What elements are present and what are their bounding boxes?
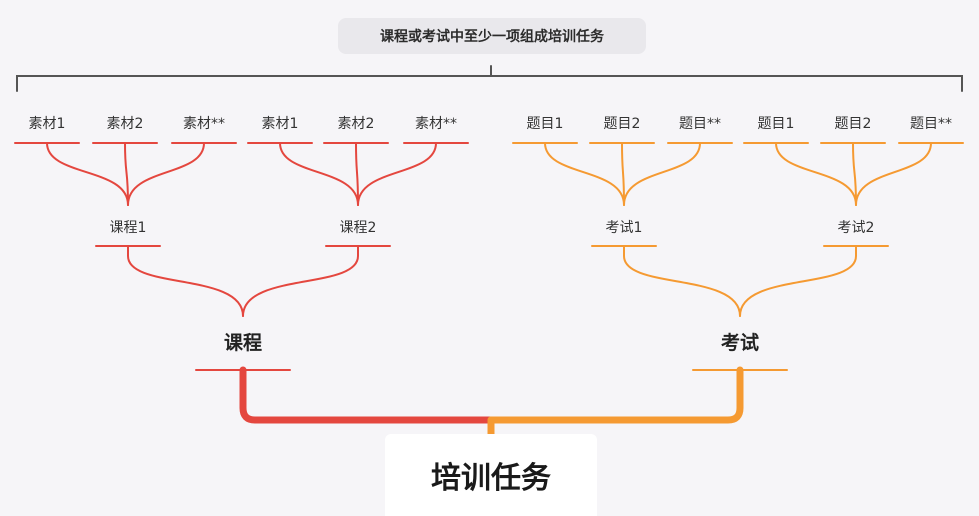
node-exam: 考试	[720, 332, 760, 354]
connector-course1-3	[127, 142, 205, 206]
connector-course1-2	[124, 142, 129, 206]
leaf-exam2-2: 题目2	[834, 116, 872, 132]
connector-exam-1	[623, 245, 741, 317]
node-course2: 课程2	[339, 220, 377, 236]
leaf-exam1-3: 题目**	[679, 116, 721, 132]
top-bracket	[16, 75, 963, 92]
connector-course2-1	[279, 142, 359, 206]
connector-course2-2	[355, 142, 359, 206]
diagram-caption: 课程或考试中至少一项组成培训任务	[338, 18, 646, 54]
leaf-course1-2: 素材2	[106, 116, 144, 132]
leaf-course1-3: 素材**	[183, 116, 225, 132]
root-connector-course	[239, 366, 495, 424]
node-course: 课程	[223, 332, 263, 354]
node-exam1: 考试1	[605, 220, 643, 236]
leaf-course2-3: 素材**	[415, 116, 457, 132]
connector-course-2	[242, 245, 359, 317]
root-node: 培训任务	[385, 434, 597, 516]
connector-exam-2	[739, 245, 857, 317]
connector-course1-1	[46, 142, 129, 206]
connector-course-1	[127, 245, 244, 317]
connector-exam1-3	[623, 142, 701, 206]
leaf-exam2-3: 题目**	[910, 116, 952, 132]
leaf-exam1-2: 题目2	[603, 116, 641, 132]
connector-exam1-1	[544, 142, 625, 206]
leaf-course1-1: 素材1	[28, 116, 66, 132]
connector-exam2-3	[855, 142, 932, 206]
leaf-course2-1: 素材1	[261, 116, 299, 132]
root-connector-exam	[487, 366, 744, 424]
connector-exam2-1	[775, 142, 857, 206]
connector-course2-3	[357, 142, 437, 206]
leaf-exam2-1: 题目1	[757, 116, 795, 132]
node-course1: 课程1	[109, 220, 147, 236]
node-exam2: 考试2	[837, 220, 875, 236]
leaf-exam1-1: 题目1	[526, 116, 564, 132]
leaf-course2-2: 素材2	[337, 116, 375, 132]
connector-exam1-2	[621, 142, 625, 206]
connector-exam2-2	[852, 142, 857, 206]
